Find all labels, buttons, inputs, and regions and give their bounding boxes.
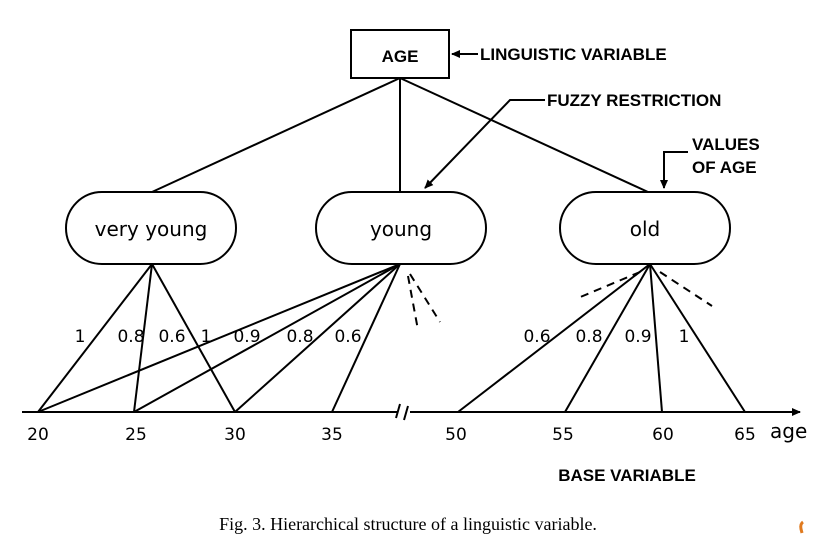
membership-line-very-young-25 — [133, 263, 153, 413]
grade-label-very-young-2: 0.8 — [117, 327, 144, 347]
values-of-age-arrow — [660, 151, 688, 189]
edge-age-very-young — [151, 77, 401, 193]
membership-line-old-50 — [457, 263, 651, 413]
grade-label-young-1: 1 — [201, 327, 212, 347]
grade-label-very-young-1: 1 — [75, 327, 86, 347]
tick-label-35: 35 — [321, 425, 343, 445]
value-label-young: young — [370, 217, 432, 241]
fuzzy-restriction-arrow — [424, 99, 545, 189]
grade-label-young-2: 0.9 — [233, 327, 260, 347]
grade-label-old-2: 0.8 — [575, 327, 602, 347]
membership-line-young-25 — [133, 263, 401, 413]
membership-line-young-35 — [331, 263, 401, 413]
value-node-young — [315, 191, 487, 265]
grade-label-old-3: 0.9 — [624, 327, 651, 347]
membership-line-old-65 — [649, 263, 746, 413]
axis-break-mark — [395, 403, 409, 421]
membership-dash-young-2 — [409, 273, 441, 323]
grade-label-very-young-3: 0.6 — [158, 327, 185, 347]
figure-caption: Fig. 3. Hierarchical structure of a ling… — [219, 514, 597, 534]
value-node-old — [559, 191, 731, 265]
membership-line-very-young-30 — [151, 263, 236, 413]
value-label-old: old — [630, 217, 661, 241]
linguistic-variable-label: LINGUISTIC VARIABLE — [480, 45, 667, 64]
membership-line-old-60 — [649, 263, 663, 413]
edge-age-old — [399, 77, 649, 193]
grade-label-young-4: 0.6 — [334, 327, 361, 347]
axis-label-age: age — [770, 419, 807, 443]
tick-label-20: 20 — [27, 425, 49, 445]
membership-line-old-55 — [564, 263, 651, 413]
membership-line-very-young-20 — [37, 263, 153, 413]
root-node-box — [350, 29, 450, 79]
values-of-age-label-line1: VALUES — [692, 135, 760, 154]
tick-label-65: 65 — [734, 425, 756, 445]
grade-label-old-4: 1 — [679, 327, 690, 347]
membership-dash-old-left — [577, 271, 641, 299]
grade-label-young-3: 0.8 — [286, 327, 313, 347]
tick-label-25: 25 — [125, 425, 147, 445]
membership-line-young-30 — [234, 263, 401, 413]
root-node-label: AGE — [382, 47, 419, 66]
value-label-very-young: very young — [95, 217, 208, 241]
tick-label-55: 55 — [552, 425, 574, 445]
values-of-age-label-line2: OF AGE — [692, 158, 757, 177]
membership-dash-old-right — [659, 271, 713, 307]
grade-label-old-1: 0.6 — [523, 327, 550, 347]
tick-label-60: 60 — [652, 425, 674, 445]
fuzzy-restriction-label: FUZZY RESTRICTION — [547, 91, 721, 110]
base-variable-label: BASE VARIABLE — [558, 466, 696, 485]
tick-label-50: 50 — [445, 425, 467, 445]
membership-dash-young-1 — [407, 275, 419, 331]
membership-line-young-20 — [37, 263, 401, 413]
tick-label-30: 30 — [224, 425, 246, 445]
scan-mark — [799, 520, 804, 534]
